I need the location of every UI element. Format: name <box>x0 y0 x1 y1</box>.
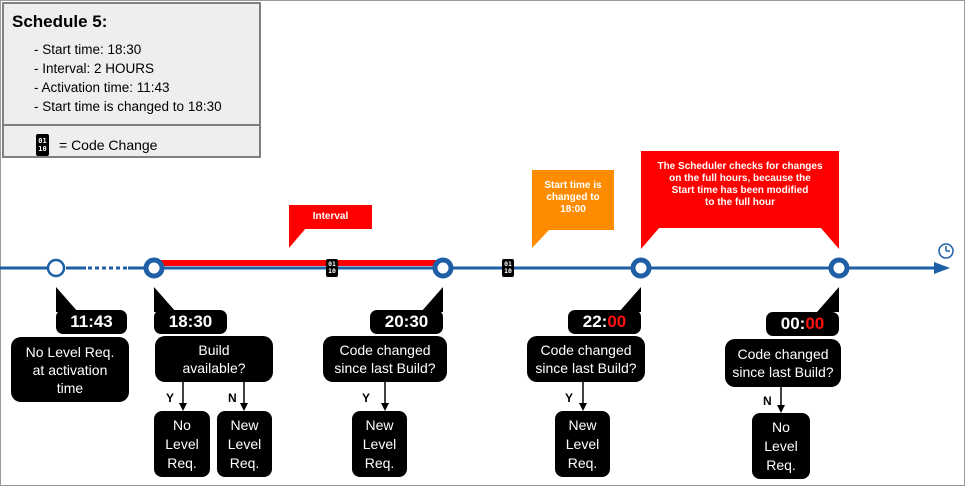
result-new-level-1830: New Level Req. <box>217 411 272 477</box>
yes-label-2200: Y <box>565 391 574 405</box>
time-label-2030: 20:30 <box>370 310 443 334</box>
marker-1-line1: 01 <box>328 260 336 268</box>
time-label-1143: 11:43 <box>56 310 127 334</box>
clock-icon <box>938 243 954 259</box>
build-available-question: Build available? <box>155 336 273 382</box>
start-changed-callout <box>532 170 614 248</box>
no-label-0000: N <box>763 394 772 408</box>
scheduler-note-callout <box>641 151 839 249</box>
marker-2-line2: 10 <box>504 267 512 275</box>
node-2030 <box>432 257 454 279</box>
pointer-0000 <box>817 287 839 312</box>
legend-start-changed: - Start time is changed to 18:30 <box>34 99 222 114</box>
node-1143 <box>46 258 66 278</box>
code-change-icon: 01 10 <box>36 134 49 156</box>
time-label-0000: 00:00 <box>766 312 839 336</box>
time-label-2200: 22:00 <box>568 310 641 334</box>
legend-separator <box>4 124 259 126</box>
code-change-marker-1: 01 10 <box>326 259 338 277</box>
node-2200 <box>630 257 652 279</box>
result-new-level-2200: New Level Req. <box>555 411 610 477</box>
time-0000-minutes: 00 <box>805 314 825 333</box>
interval-callout <box>289 205 372 248</box>
time-2200-minutes: 00 <box>607 312 627 331</box>
result-no-level-0000: No Level Req. <box>752 413 810 479</box>
pointer-2030 <box>421 287 443 312</box>
code-icon-line1: 01 <box>38 137 47 145</box>
activation-note-box: No Level Req. at activation time <box>11 337 129 402</box>
marker-2-line1: 01 <box>504 260 512 268</box>
code-changed-question-0000: Code changed since last Build? <box>725 339 841 387</box>
legend-title: Schedule 5: <box>12 12 108 31</box>
decision-arrows <box>179 382 785 413</box>
node-0000 <box>828 257 850 279</box>
legend-activation-time: - Activation time: 11:43 <box>34 80 170 95</box>
timeline-arrow <box>934 262 950 274</box>
no-label-1830: N <box>228 391 237 405</box>
result-new-level-2030: New Level Req. <box>352 411 407 477</box>
time-2200-hours: 22: <box>582 312 608 331</box>
yes-label-2030: Y <box>362 391 371 405</box>
yes-label-1830: Y <box>166 391 175 405</box>
code-changed-question-2030: Code changed since last Build? <box>323 336 447 382</box>
scheduler-note-callout-text: The Scheduler checks for changes on the … <box>657 161 823 208</box>
interval-callout-text: Interval <box>312 211 349 222</box>
code-change-label: = Code Change <box>59 137 158 153</box>
schedule-legend: Schedule 5: - Start time: 18:30 - Interv… <box>2 2 261 158</box>
code-icon-line2: 10 <box>38 145 47 153</box>
code-change-marker-2: 01 10 <box>502 259 514 277</box>
result-no-level-1830: No Level Req. <box>154 411 210 477</box>
legend-interval: - Interval: 2 HOURS <box>34 61 155 76</box>
marker-1-line2: 10 <box>328 267 336 275</box>
pointer-1143 <box>56 287 78 312</box>
time-label-1830: 18:30 <box>154 310 227 334</box>
time-0000-hours: 00: <box>780 314 806 333</box>
pointer-2200 <box>619 287 641 312</box>
code-changed-question-2200: Code changed since last Build? <box>527 336 645 382</box>
legend-start-time: - Start time: 18:30 <box>34 42 142 57</box>
pointer-1830 <box>154 287 176 312</box>
node-1830 <box>143 257 165 279</box>
start-changed-callout-text: Start time is changed to 18:00 <box>544 180 602 215</box>
